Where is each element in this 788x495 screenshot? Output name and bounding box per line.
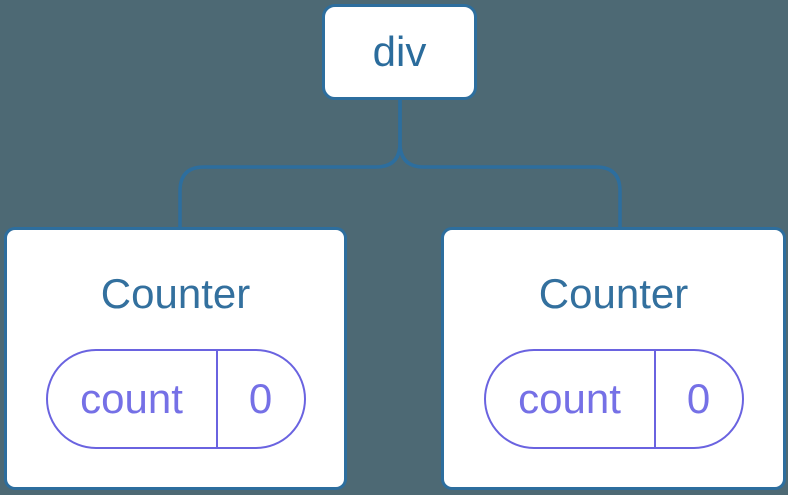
counter-node-left: Counter count 0 [4,227,347,490]
root-node-label: div [372,28,427,75]
state-pill: count 0 [45,349,306,449]
tree-root-node: div [322,4,477,100]
state-key-label: count [48,351,218,447]
state-key-label: count [486,351,656,447]
counter-node-right: Counter count 0 [441,227,786,490]
counter-node-title: Counter [538,270,689,317]
state-value-label: 0 [686,375,711,422]
connector-right-branch [398,100,622,227]
state-value-label: 0 [248,375,273,422]
counter-node-title: Counter [100,270,251,317]
state-pill: count 0 [483,349,744,449]
connector-left-branch [178,100,402,227]
